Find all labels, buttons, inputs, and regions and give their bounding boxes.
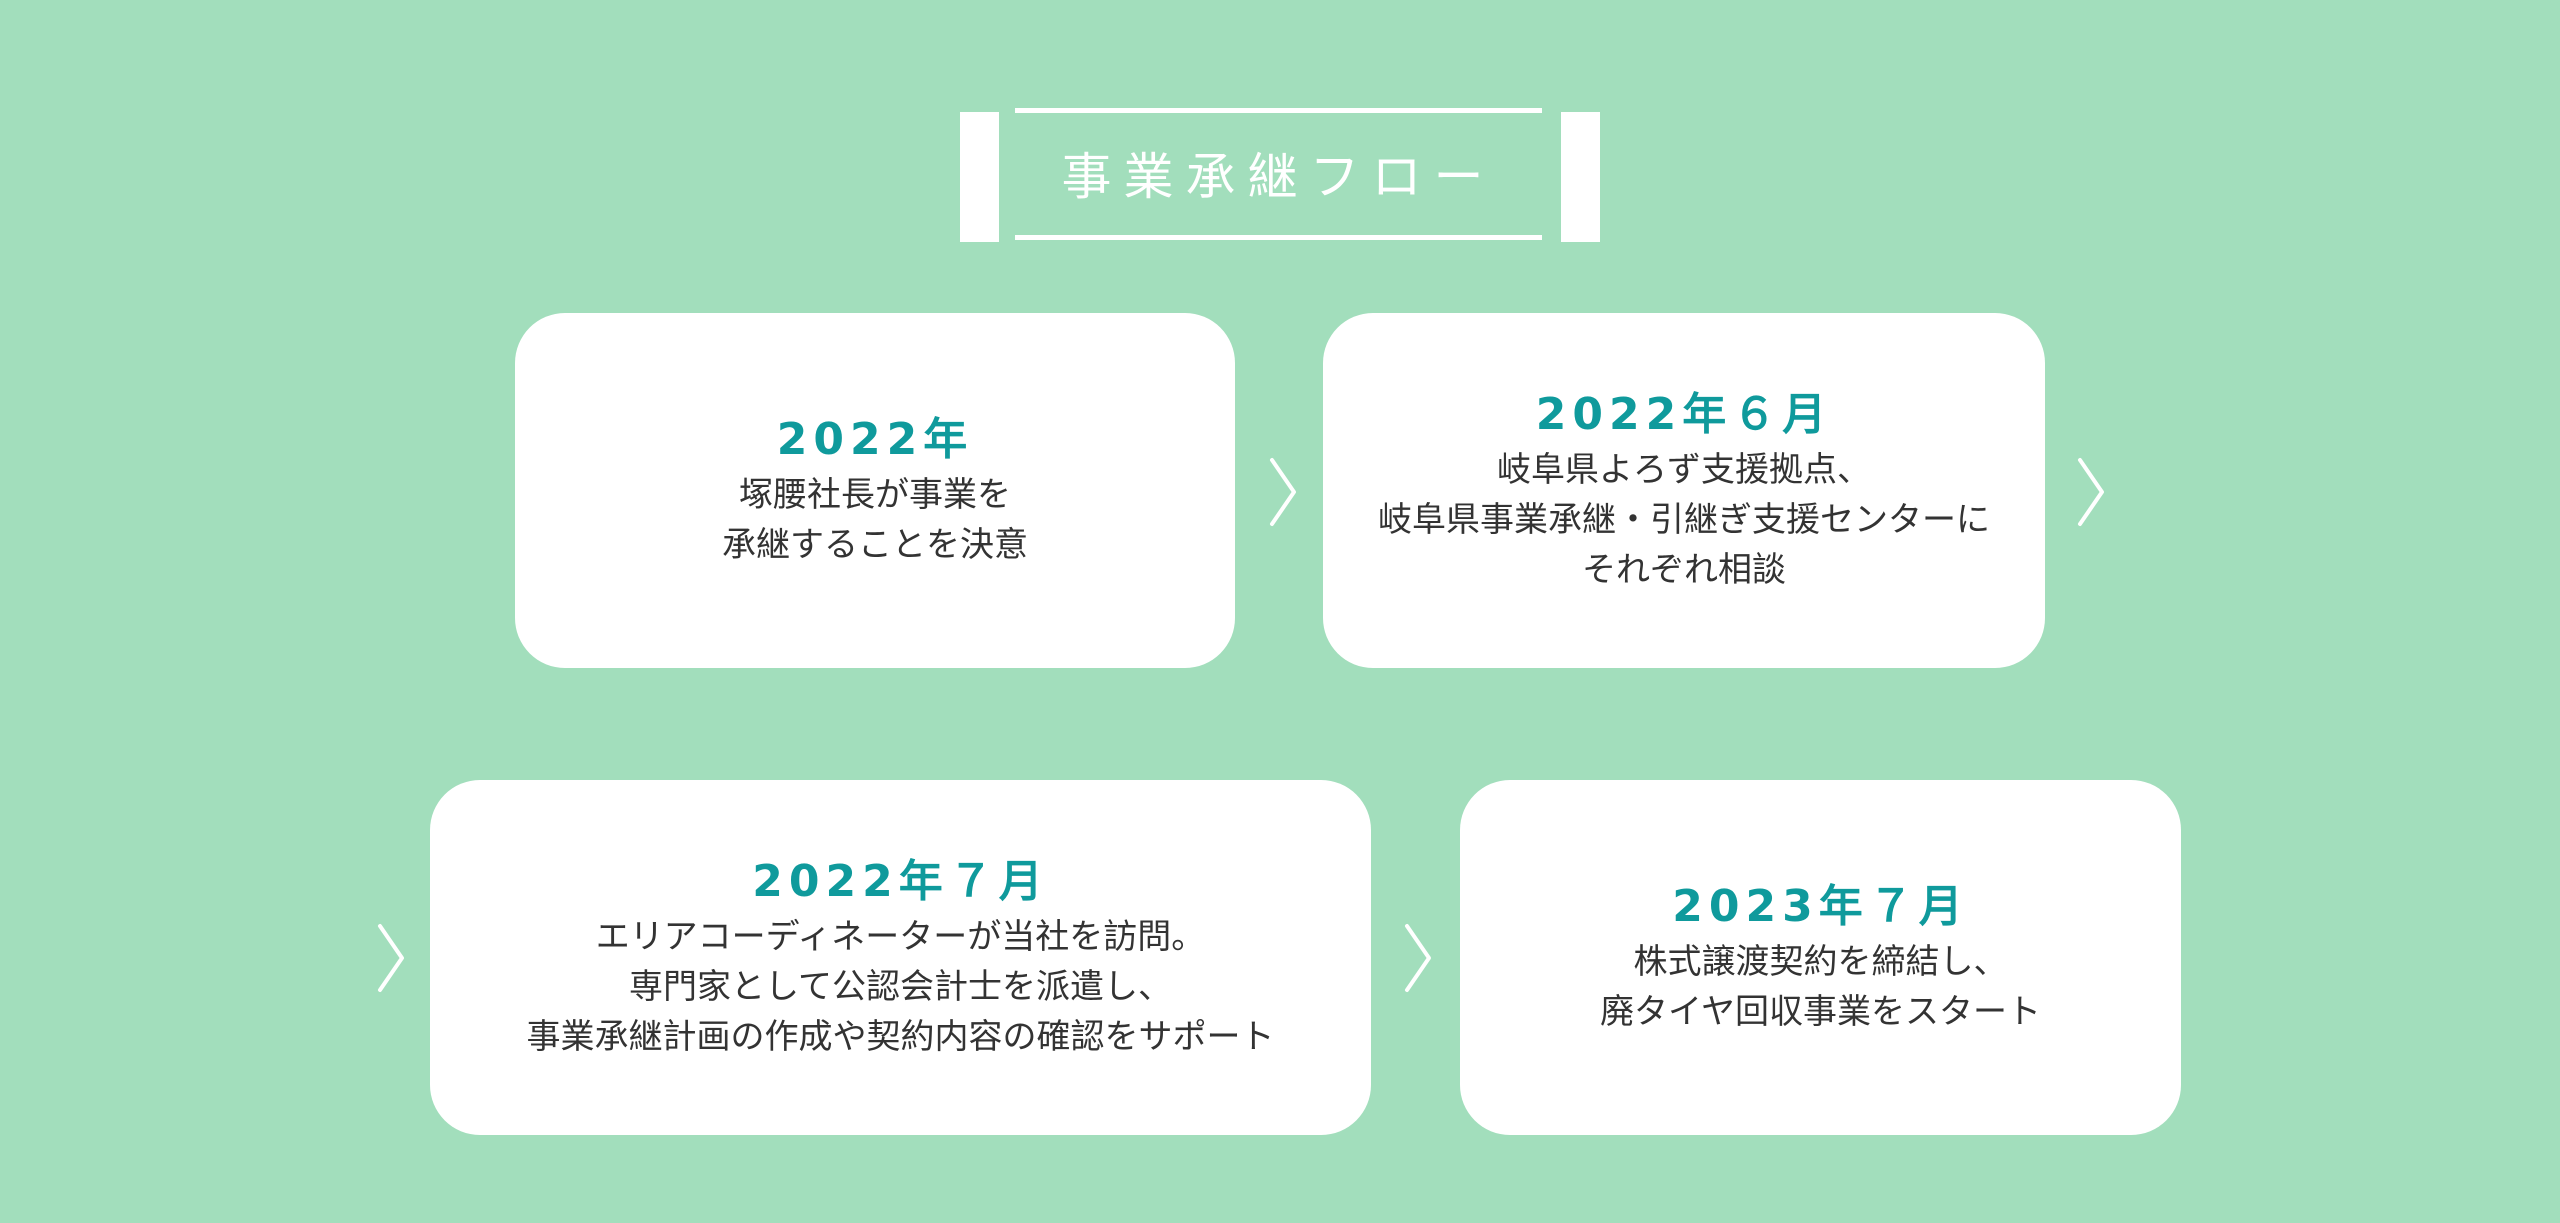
- step-description: 株式譲渡契約を締結し、 廃タイヤ回収事業をスタート: [1600, 941, 2041, 1032]
- step-date: 2023年７月: [1672, 880, 1969, 932]
- title-right-bar: [1561, 112, 1600, 242]
- step-date: 2022年７月: [752, 855, 1049, 907]
- flow-step-3: 2022年７月 エリアコーディネーターが当社を訪問。 専門家として公認会計士を派…: [430, 780, 1371, 1135]
- step-date: 2022年６月: [1535, 388, 1833, 440]
- chevron-right-icon: [1262, 454, 1302, 530]
- step-description: 塚腰社長が事業を 承継することを決意: [722, 474, 1028, 565]
- title-top-rule: [1015, 108, 1542, 113]
- flow-step-4: 2023年７月 株式譲渡契約を締結し、 廃タイヤ回収事業をスタート: [1460, 780, 2181, 1135]
- step-description: 岐阜県よろず支援拠点、 岐阜県事業承継・引継ぎ支援センターに それぞれ相談: [1378, 449, 1990, 590]
- chevron-right-icon: [2070, 454, 2110, 530]
- chevron-right-icon: [1397, 920, 1437, 996]
- step-description: エリアコーディネーターが当社を訪問。 専門家として公認会計士を派遣し、 事業承継…: [526, 916, 1275, 1057]
- step-date: 2022年: [776, 413, 974, 465]
- flow-title-block: 事業承継フロー: [956, 104, 1602, 242]
- title-left-bar: [960, 112, 999, 242]
- flow-step-2: 2022年６月 岐阜県よろず支援拠点、 岐阜県事業承継・引継ぎ支援センターに そ…: [1323, 313, 2045, 668]
- title-bottom-rule: [1015, 235, 1542, 240]
- flow-step-1: 2022年 塚腰社長が事業を 承継することを決意: [515, 313, 1235, 668]
- chevron-right-icon: [370, 920, 410, 996]
- page-title: 事業承継フロー: [1061, 148, 1496, 206]
